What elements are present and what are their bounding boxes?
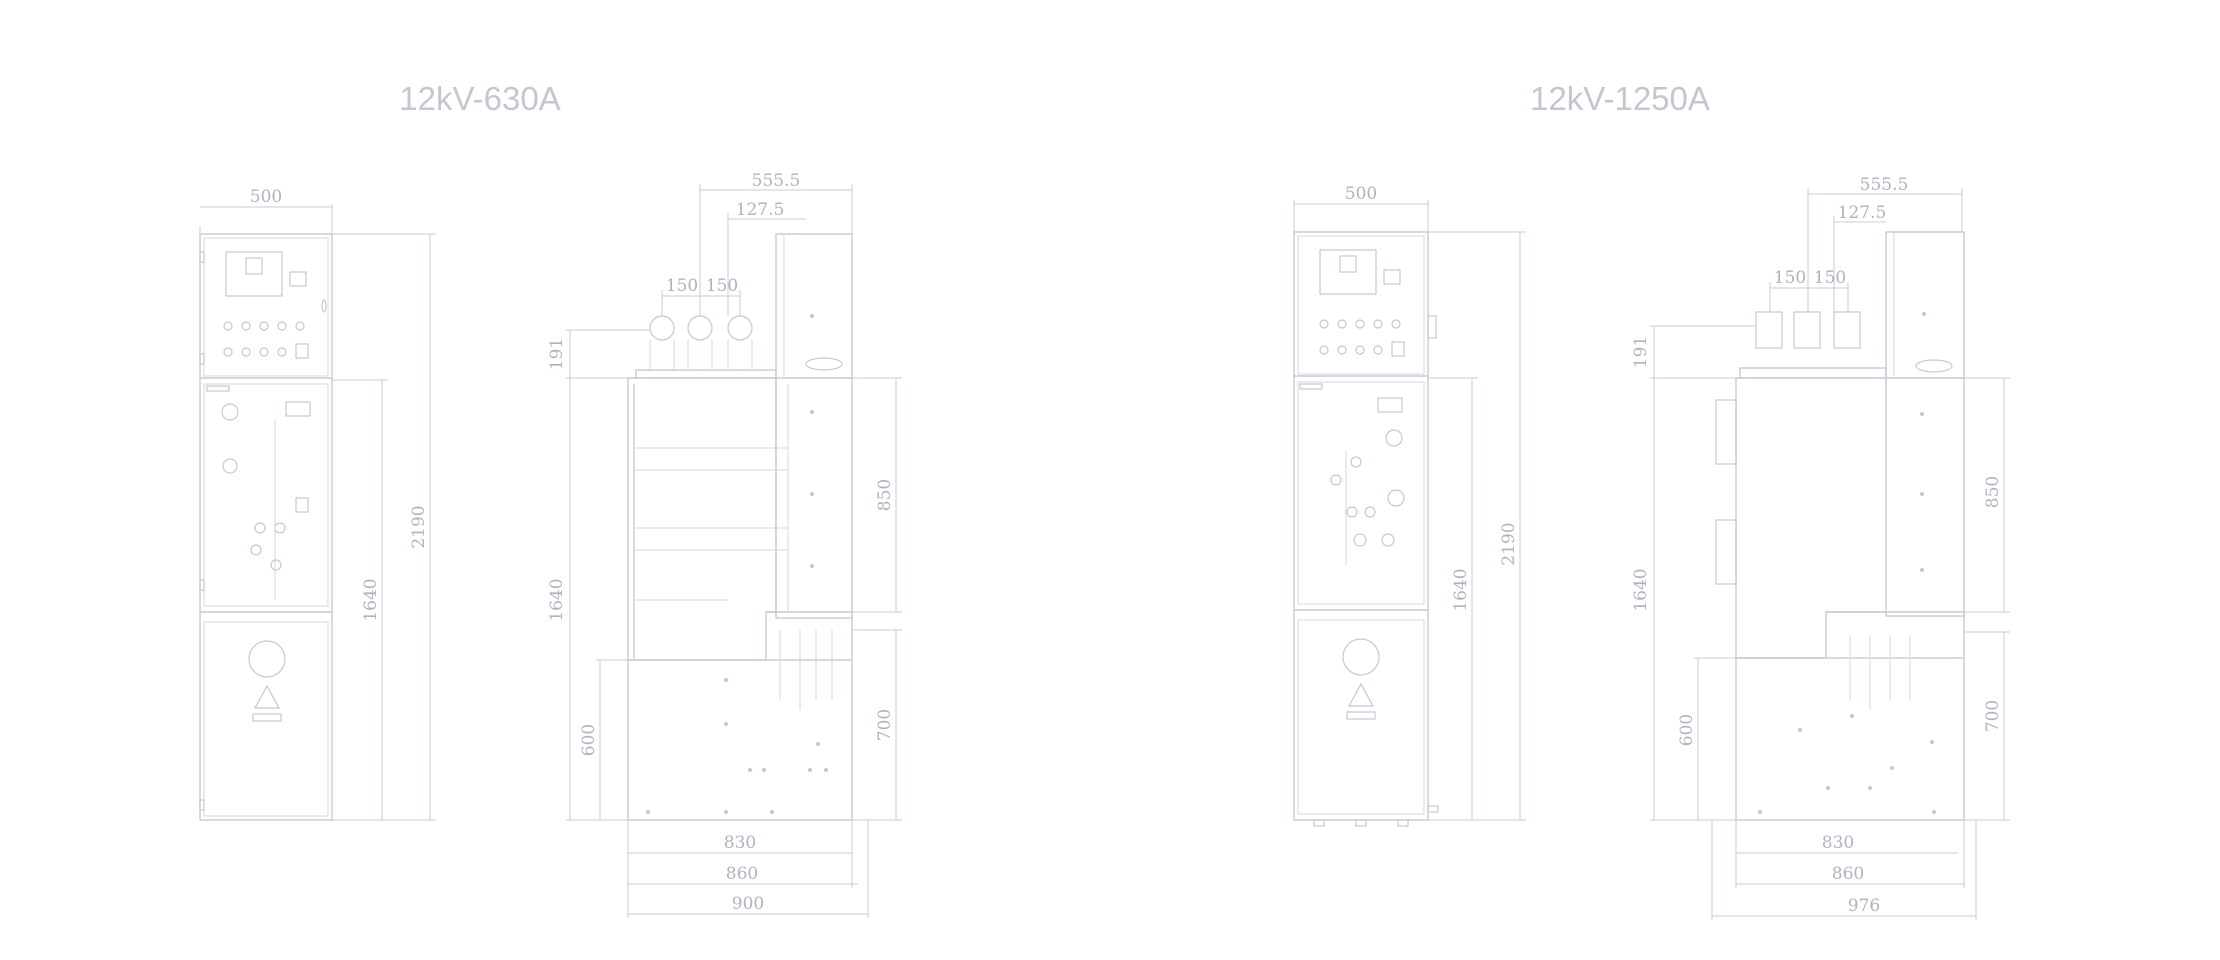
dim-1250-side-700: 700 [1983,700,2003,732]
dim-630-front-1640: 1640 [361,578,381,621]
side-view-1250a [1715,231,1965,821]
dim-630-side-191: 191 [547,338,567,370]
title-630a: 12kV-630A [399,80,560,117]
dim-630-bushing-a: 150 [666,276,698,296]
dim-630-side-700: 700 [875,709,895,741]
dim-630-front-2190: 2190 [409,505,429,548]
dim-630-side-860: 860 [726,864,758,884]
dim-1250-side-555: 555.5 [1860,175,1909,195]
dim-1250-side-976: 976 [1848,896,1880,916]
dim-630-side-1640: 1640 [547,578,567,621]
dim-630-bushing-b: 150 [706,276,738,296]
side-dims-1250a: 555.5 127.5 150 150 191 1640 600 850 700 [1631,175,2010,920]
dim-630-front-width: 500 [250,187,282,207]
dim-630-side-900: 900 [732,894,764,914]
dim-630-side-830: 830 [724,833,756,853]
dim-630-side-127: 127.5 [736,200,785,220]
dim-1250-front-width: 500 [1345,184,1377,204]
dim-1250-side-127: 127.5 [1838,203,1887,223]
dim-1250-side-850: 850 [1983,476,2003,508]
dim-1250-side-860: 860 [1832,864,1864,884]
dim-1250-side-1640: 1640 [1631,568,1651,611]
front-view-630a [199,233,333,821]
dim-630-side-555: 555.5 [752,171,801,191]
side-dims-630a: 555.5 127.5 150 150 191 1640 600 850 700… [547,171,902,918]
dim-1250-side-600: 600 [1677,714,1697,746]
front-dims-1250a: 500 2190 1640 [1293,184,1526,821]
front-view-1250a [1293,231,1439,827]
title-1250a: 12kV-1250A [1530,80,1710,117]
dim-1250-side-191: 191 [1631,336,1651,368]
side-view-630a [627,233,853,821]
dim-1250-bushing-a: 150 [1774,268,1806,288]
front-dims-630a: 500 2190 1640 [199,187,436,821]
dim-1250-front-1640: 1640 [1451,568,1471,611]
dim-1250-side-830: 830 [1822,833,1854,853]
dim-630-side-850: 850 [875,479,895,511]
dim-630-side-600: 600 [579,724,599,756]
dim-1250-front-2190: 2190 [1499,522,1519,565]
dim-1250-bushing-b: 150 [1814,268,1846,288]
